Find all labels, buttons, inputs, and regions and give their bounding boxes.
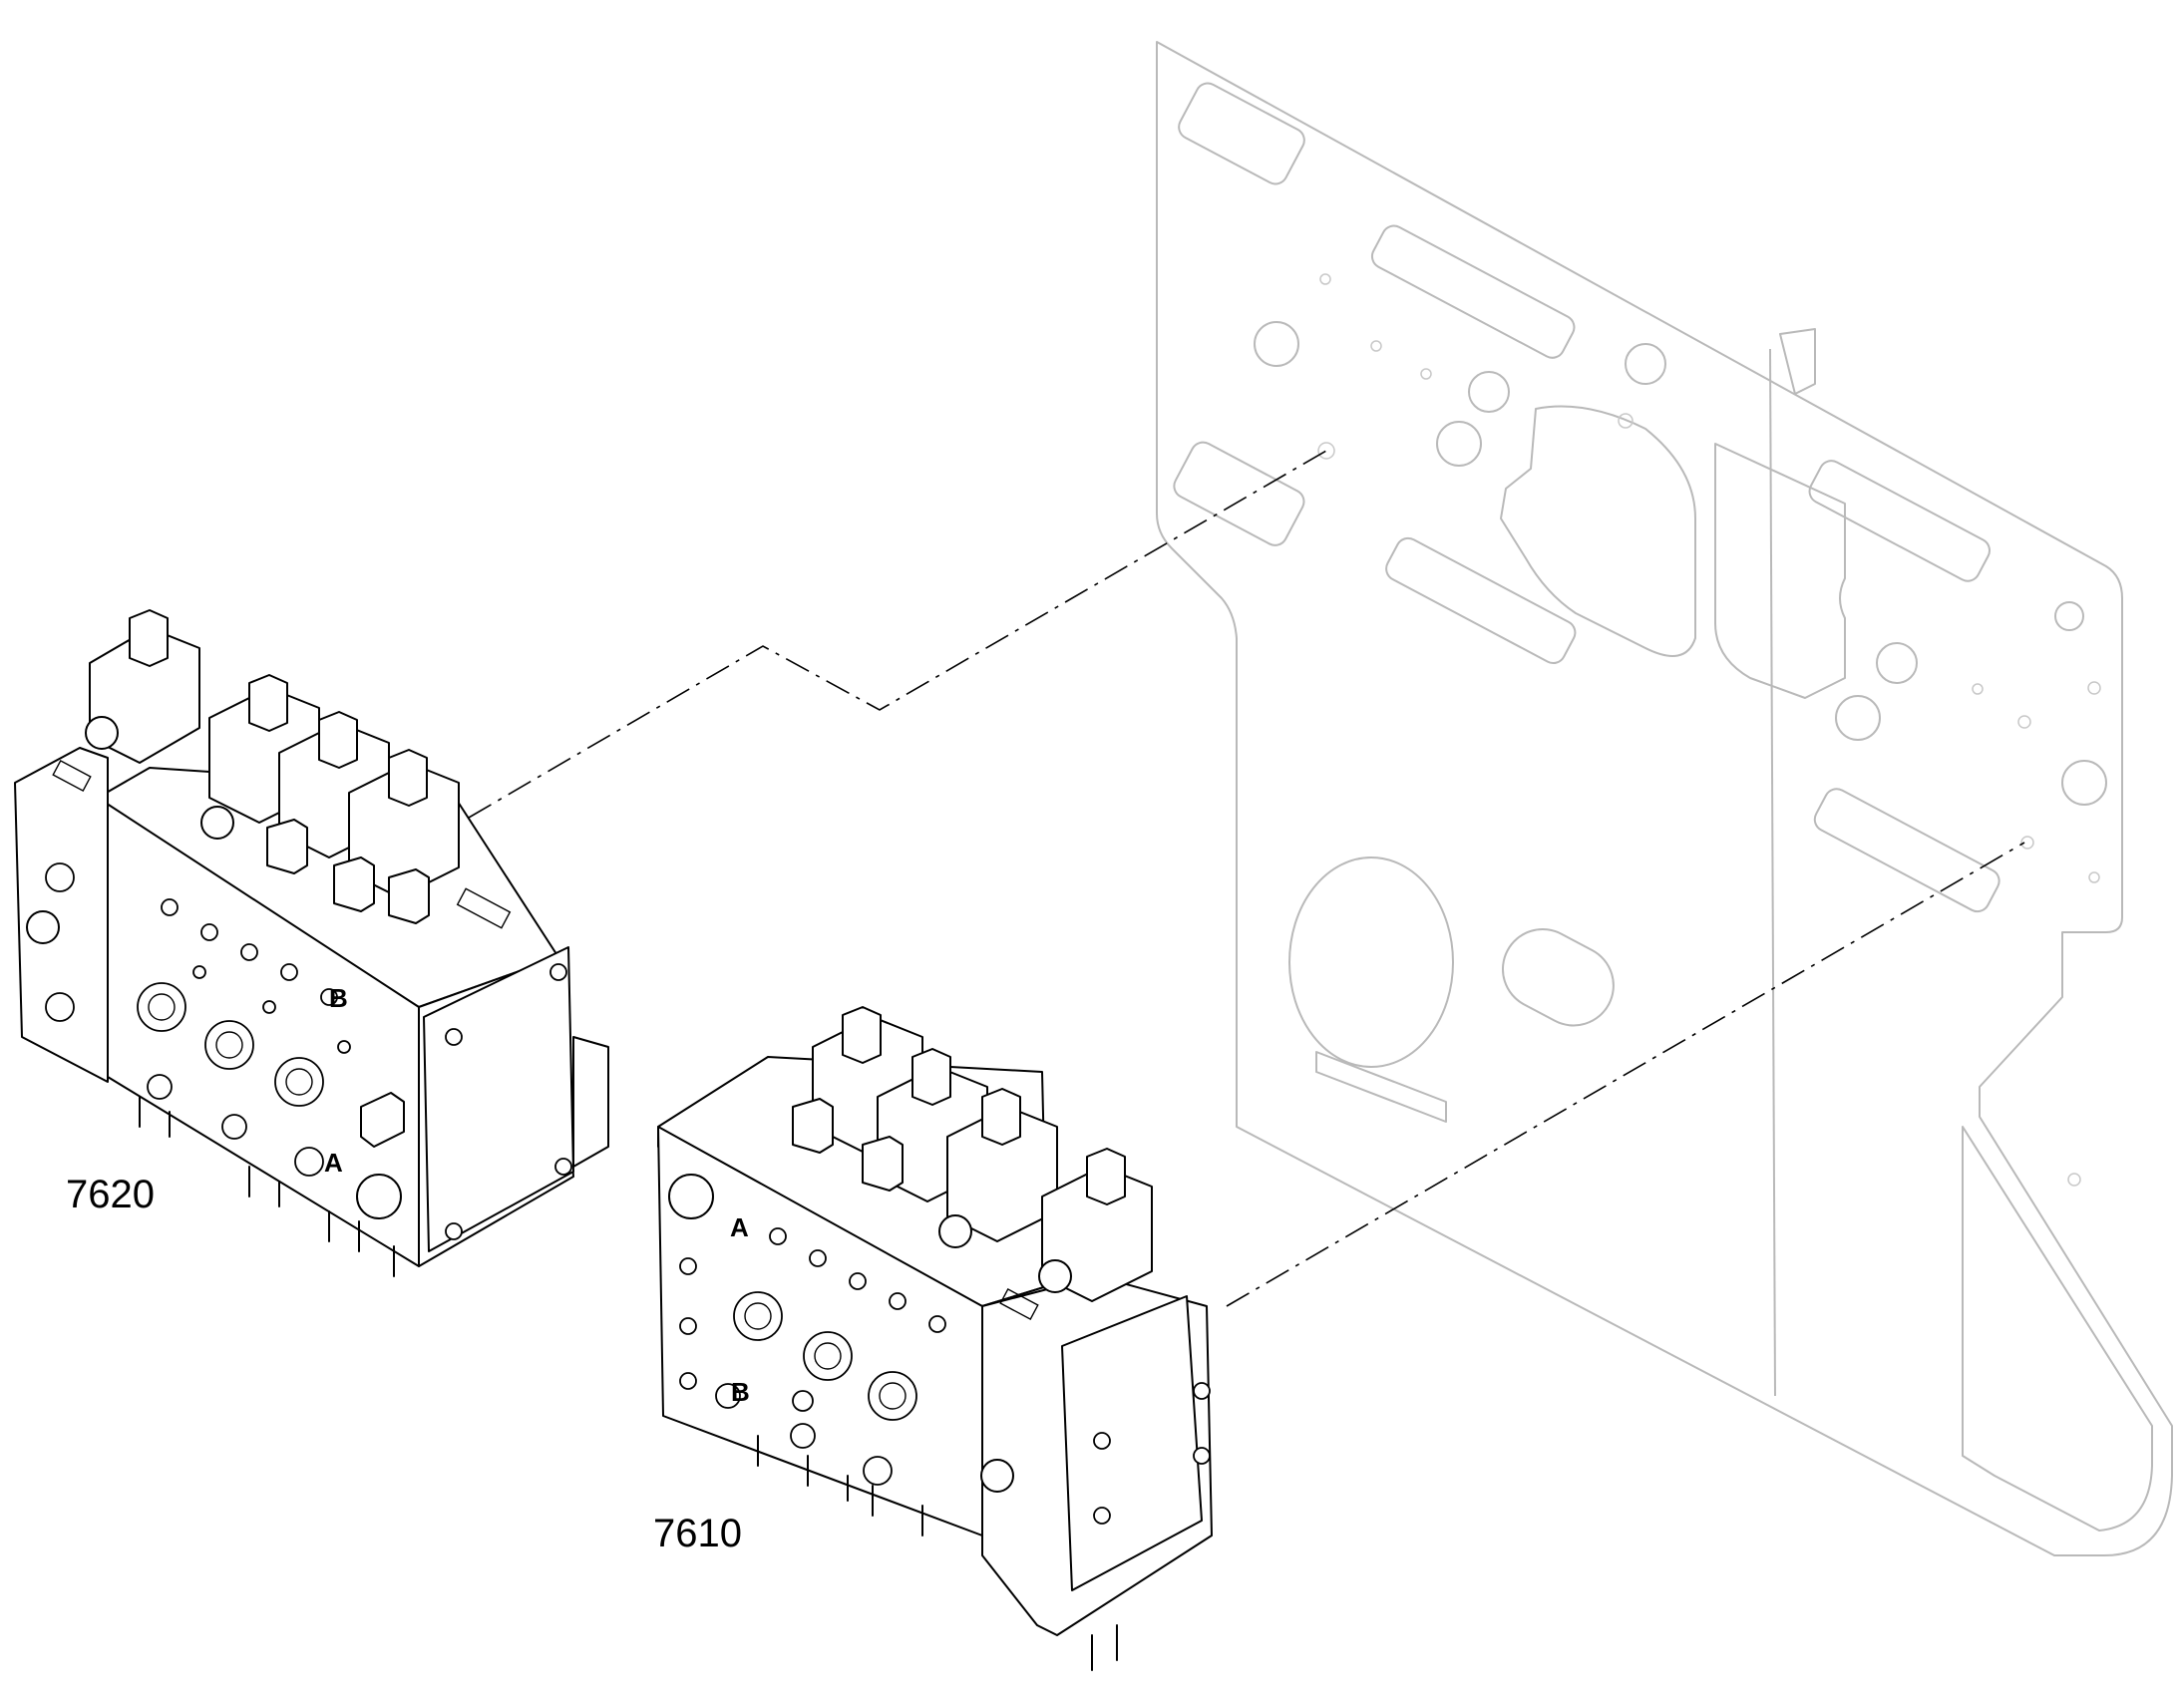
valve-7620-port-letter-b: B: [329, 983, 348, 1013]
plate-cutout: [1714, 443, 1846, 699]
valve-7610-hex-plug: [911, 1048, 951, 1106]
plate-hole: [1835, 695, 1881, 741]
plate-slot: [1501, 928, 1615, 1027]
callout-7610: 7610: [653, 1512, 742, 1555]
valve-7620-port: [204, 1020, 254, 1070]
valve-7610-port-letter-b: B: [731, 1377, 750, 1407]
valve-7620-fitting: [388, 868, 430, 924]
mounting-plate-rear-flange: [1962, 1126, 2153, 1532]
valve-7620-port: [137, 982, 186, 1032]
plate-hole: [2054, 601, 2084, 631]
valve-7620-side-cover: [423, 946, 574, 1252]
plate-slot: [1385, 536, 1577, 665]
valve-7610-port-letter-a: A: [730, 1212, 749, 1242]
plate-large-bore: [1288, 856, 1454, 1068]
valve-7610-hex-plug: [981, 1088, 1021, 1146]
valve-7620-hex-plug: [248, 674, 288, 732]
valve-7620-hex-plug: [129, 609, 169, 667]
plate-hole: [1876, 642, 1918, 684]
mounting-plate: [1156, 41, 2173, 1556]
valve-7620-hex-plug: [318, 711, 358, 769]
valve-7610-port: [733, 1291, 783, 1341]
valve-7620-port-letter-a: A: [324, 1148, 343, 1178]
plate-slot: [1178, 82, 1305, 185]
valve-7620-port: [274, 1057, 324, 1107]
callout-7620: 7620: [66, 1173, 155, 1216]
valve-7620-gauge-port: [356, 1174, 402, 1219]
plate-cutout: [1500, 405, 1696, 657]
valve-7610-gauge-port: [668, 1174, 714, 1219]
plate-hole: [1254, 321, 1299, 367]
plate-slot: [1813, 788, 2000, 913]
assembly-centre-lines: [468, 450, 2025, 1307]
centre-line-lower-valve: [1226, 842, 2025, 1307]
valve-block-7620: B A: [14, 609, 609, 1277]
valve-7610-port: [868, 1371, 917, 1421]
plate-hole: [1468, 371, 1510, 413]
valve-7610-fitting: [792, 1098, 834, 1154]
plate-slot: [1808, 460, 1991, 582]
plate-hole: [2061, 760, 2107, 806]
valve-7620-end-plate: [14, 747, 109, 1083]
valve-7620-fitting: [333, 856, 375, 912]
valve-block-7610: A B: [657, 1006, 1213, 1671]
plate-slot: [1370, 224, 1576, 359]
valve-7610-fitting: [862, 1136, 904, 1192]
valve-7610-hex-plug: [1086, 1148, 1126, 1205]
valve-7610-port: [803, 1331, 853, 1381]
valve-7620-hex-plug: [388, 749, 428, 807]
valve-7620-fitting: [266, 819, 308, 874]
plate-hole: [1436, 421, 1482, 467]
plate-hole: [1625, 343, 1666, 385]
valve-7610-hex-plug: [842, 1006, 882, 1064]
plate-slot: [1173, 441, 1305, 546]
mounting-plate-outline: [1156, 41, 2173, 1556]
